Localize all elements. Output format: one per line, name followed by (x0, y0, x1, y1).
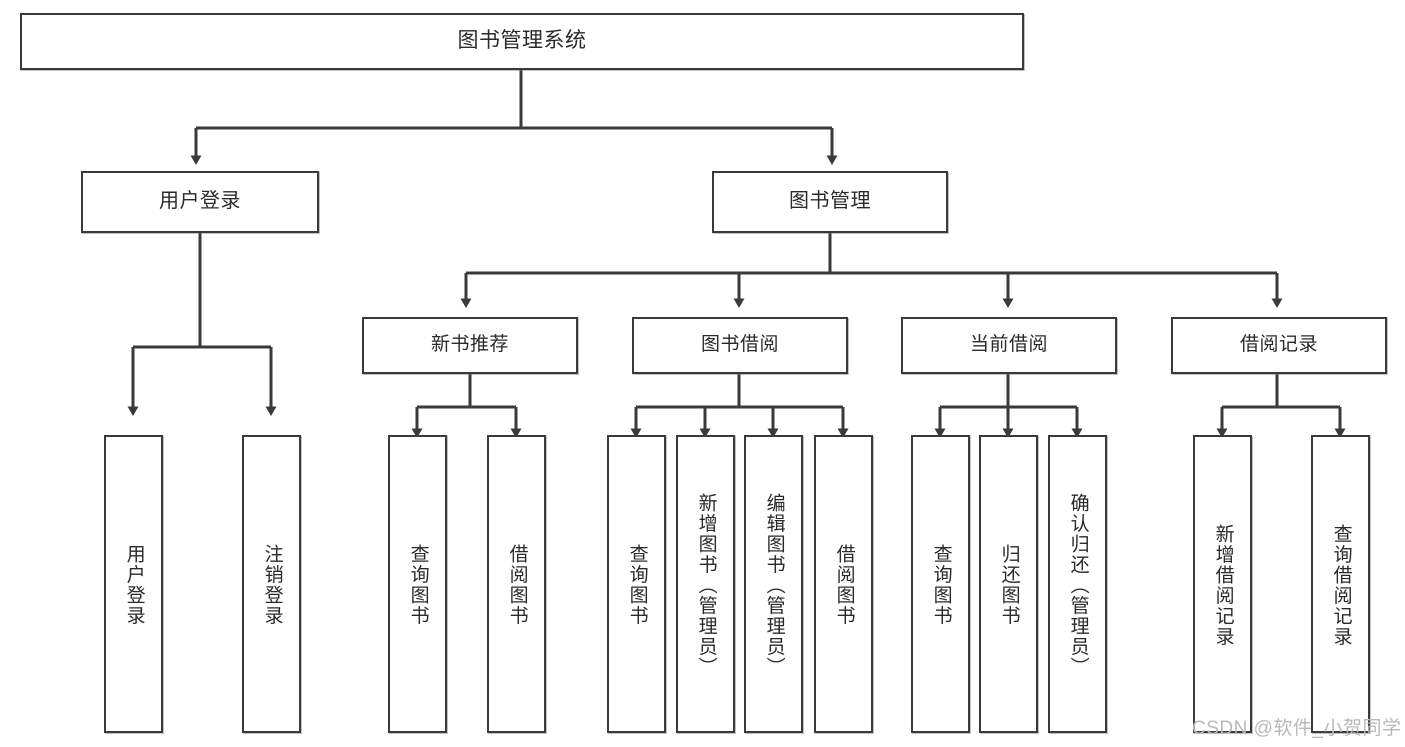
leaf-user-login[interactable]: 用户登录 (104, 435, 163, 733)
node-label: 用户登录 (159, 190, 241, 213)
node-label: 借阅图书 (506, 544, 528, 626)
node-label: 新增借阅记录 (1212, 523, 1234, 647)
node-label: 借阅图书 (833, 544, 855, 626)
node-label: 注销登录 (261, 544, 283, 626)
leaf-query-book-borrow[interactable]: 查询图书 (607, 435, 666, 733)
node-label: 确认归还（管理员） (1067, 492, 1089, 678)
leaf-add-book-admin[interactable]: 新增图书（管理员） (676, 435, 735, 733)
node-label: 归还图书 (998, 544, 1020, 626)
node-label: 当前借阅 (969, 334, 1048, 356)
node-current-borrow[interactable]: 当前借阅 (901, 317, 1117, 374)
node-label: 图书管理 (789, 190, 871, 213)
node-root-system[interactable]: 图书管理系统 (20, 13, 1024, 70)
leaf-edit-book-admin[interactable]: 编辑图书（管理员） (744, 435, 803, 733)
node-label: 新书推荐 (430, 334, 509, 356)
node-new-book-recommend[interactable]: 新书推荐 (362, 317, 578, 374)
node-label: 查询借阅记录 (1330, 523, 1352, 647)
leaf-borrow-book-recommend[interactable]: 借阅图书 (487, 435, 546, 733)
leaf-add-borrow-record[interactable]: 新增借阅记录 (1193, 435, 1252, 733)
node-label: 查询图书 (626, 544, 648, 626)
watermark-text: CSDN @软件_小贺同学 (1192, 718, 1402, 739)
leaf-confirm-return-admin[interactable]: 确认归还（管理员） (1048, 435, 1107, 733)
node-book-management[interactable]: 图书管理 (712, 171, 948, 233)
node-label: 用户登录 (123, 544, 145, 626)
leaf-borrow-book[interactable]: 借阅图书 (814, 435, 873, 733)
leaf-query-book-current[interactable]: 查询图书 (911, 435, 970, 733)
leaf-user-logout[interactable]: 注销登录 (242, 435, 301, 733)
node-label: 查询图书 (407, 544, 429, 626)
node-book-borrow[interactable]: 图书借阅 (632, 317, 848, 374)
leaf-return-book[interactable]: 归还图书 (979, 435, 1038, 733)
node-user-login[interactable]: 用户登录 (81, 171, 319, 233)
node-label: 借阅记录 (1239, 334, 1318, 356)
node-label: 图书借阅 (700, 334, 779, 356)
node-label: 图书管理系统 (457, 29, 587, 53)
leaf-query-borrow-record[interactable]: 查询借阅记录 (1311, 435, 1370, 733)
node-label: 查询图书 (930, 544, 952, 626)
node-borrow-record[interactable]: 借阅记录 (1171, 317, 1387, 374)
node-label: 编辑图书（管理员） (763, 492, 785, 678)
leaf-query-book-recommend[interactable]: 查询图书 (388, 435, 447, 733)
node-label: 新增图书（管理员） (695, 492, 717, 678)
